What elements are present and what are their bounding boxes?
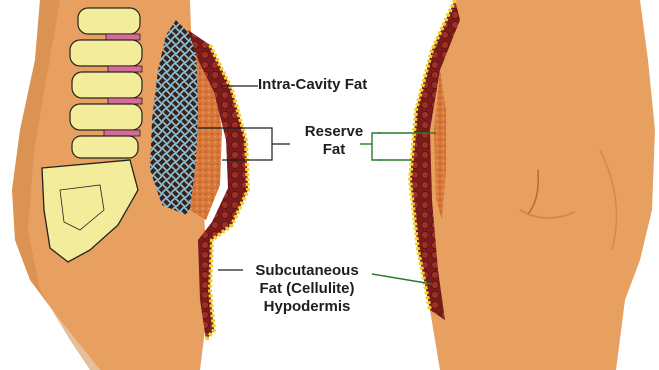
back-body-silhouette xyxy=(410,0,655,370)
label-reserve-line1: Reserve xyxy=(290,123,378,141)
label-reserve-fat: Reserve Fat xyxy=(290,123,378,159)
label-subcutaneous-line3: Hypodermis xyxy=(243,298,371,316)
label-subcutaneous-line1: Subcutaneous xyxy=(243,262,371,280)
label-subcutaneous-fat: Subcutaneous Fat (Cellulite) Hypodermis xyxy=(243,262,371,316)
label-subcutaneous-line2: Fat (Cellulite) xyxy=(243,280,371,298)
label-reserve-line2: Fat xyxy=(290,141,378,159)
label-intra-cavity-fat: Intra-Cavity Fat xyxy=(258,76,367,94)
